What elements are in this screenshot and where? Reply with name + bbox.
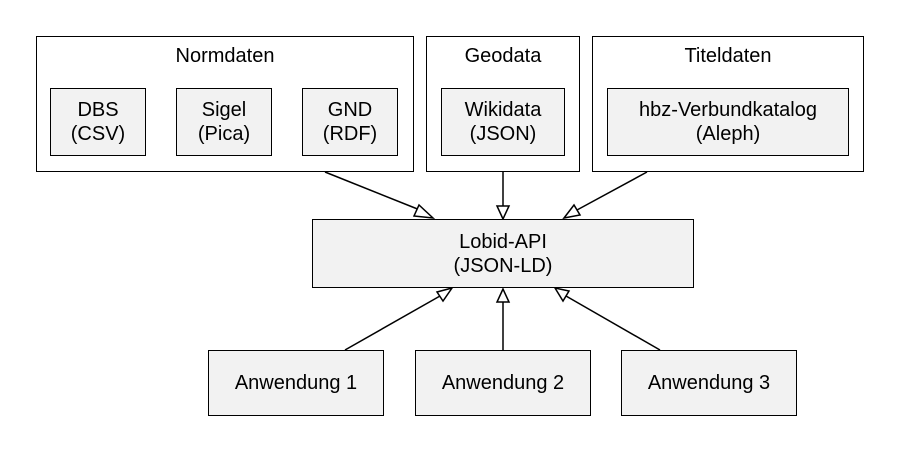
- node-sigel-name: Sigel: [201, 99, 247, 121]
- edge-geodata-to-api: [495, 172, 511, 221]
- node-hbz-format: (Aleph): [695, 123, 761, 145]
- edge-normdaten-to-api: [324, 171, 436, 219]
- node-wikidata-name: Wikidata: [464, 99, 542, 121]
- node-anwendung-2-label: Anwendung 2: [441, 372, 565, 394]
- node-hbz-verbundkatalog: hbz-Verbundkatalog (Aleph): [607, 88, 849, 156]
- node-gnd: GND (RDF): [302, 88, 398, 156]
- node-dbs-name: DBS: [77, 99, 119, 121]
- node-dbs: DBS (CSV): [50, 88, 146, 156]
- edge-app1-to-api: [344, 286, 454, 351]
- node-wikidata: Wikidata (JSON): [441, 88, 565, 156]
- node-anwendung-3-label: Anwendung 3: [647, 372, 771, 394]
- cluster-geodata-title: Geodata: [464, 45, 542, 67]
- node-lobid-api: Lobid-API (JSON-LD): [312, 219, 694, 288]
- node-anwendung-2: Anwendung 2: [415, 350, 591, 416]
- cluster-titeldaten-title: Titeldaten: [684, 45, 772, 67]
- cluster-normdaten-title: Normdaten: [175, 45, 275, 67]
- node-gnd-format: (RDF): [322, 123, 378, 145]
- node-anwendung-1: Anwendung 1: [208, 350, 384, 416]
- edge-app2-to-api: [495, 287, 511, 350]
- edge-app3-to-api: [553, 286, 661, 351]
- node-anwendung-3: Anwendung 3: [621, 350, 797, 416]
- node-lobid-api-format: (JSON-LD): [453, 254, 553, 277]
- node-hbz-name: hbz-Verbundkatalog: [639, 99, 817, 121]
- node-lobid-api-name: Lobid-API: [459, 230, 547, 253]
- node-anwendung-1-label: Anwendung 1: [234, 372, 358, 394]
- node-wikidata-format: (JSON): [469, 123, 537, 145]
- edge-titeldaten-to-api: [562, 171, 648, 220]
- node-gnd-name: GND: [327, 99, 373, 121]
- node-sigel-format: (Pica): [197, 123, 251, 145]
- node-dbs-format: (CSV): [70, 123, 126, 145]
- node-sigel: Sigel (Pica): [176, 88, 272, 156]
